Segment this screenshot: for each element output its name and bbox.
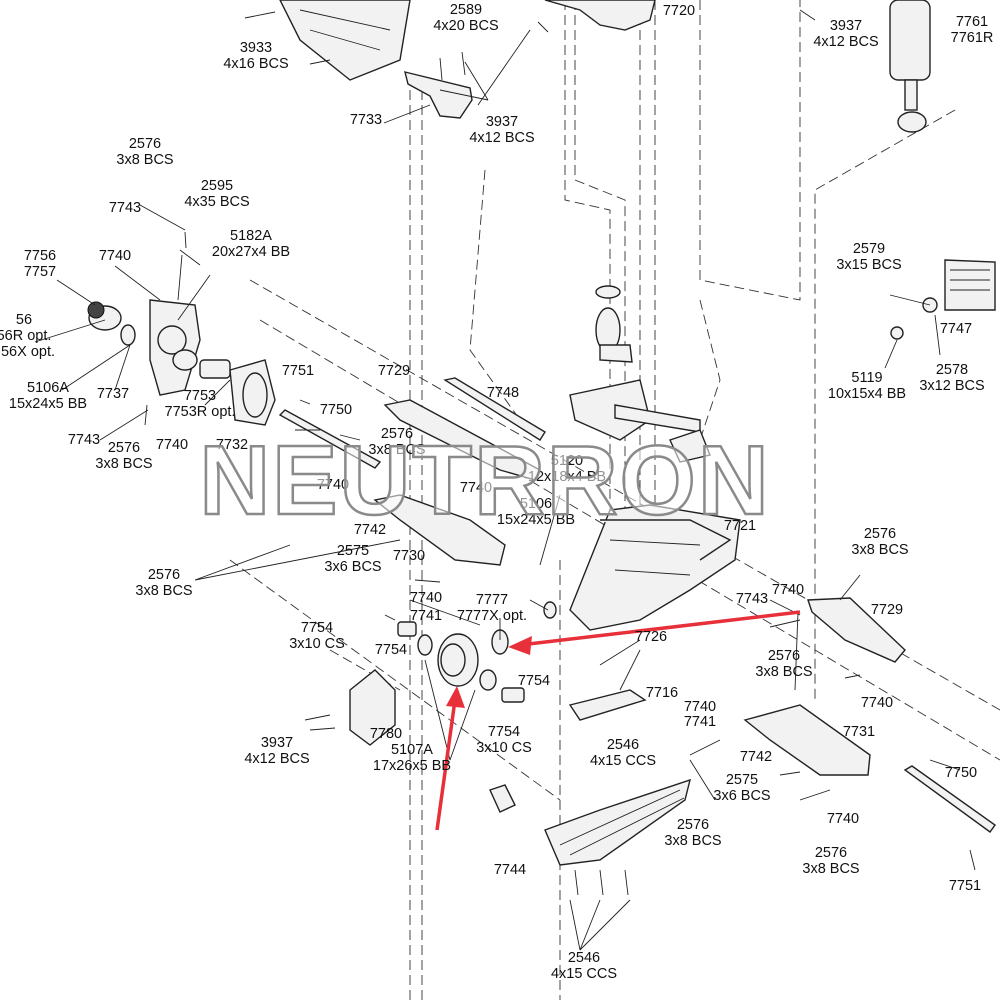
label-7740-skid: 7740 bbox=[683, 699, 717, 715]
differential-gear bbox=[397, 621, 525, 703]
label-7720: 7720 bbox=[662, 3, 696, 19]
upper-suspension-arm-right bbox=[807, 597, 906, 663]
label-7740-knuckle: 7740 bbox=[98, 248, 132, 264]
chassis bbox=[569, 504, 741, 631]
label-7743-top: 7743 bbox=[108, 200, 142, 216]
watermark-text: NEUTRRON bbox=[199, 432, 770, 527]
label-7716: 7716 bbox=[645, 685, 679, 701]
label-7751-rear: 7751 bbox=[948, 878, 982, 894]
label-7729-right: 7729 bbox=[870, 602, 904, 618]
lower-suspension-arm-left bbox=[373, 494, 506, 566]
label-7750-rear: 7750 bbox=[944, 765, 978, 781]
bumper-mount bbox=[404, 71, 473, 119]
label-7780: 7780 bbox=[369, 726, 403, 742]
label-7732: 7732 bbox=[215, 437, 249, 453]
label-7743-right: 7743 bbox=[735, 591, 769, 607]
label-7740-right-mid: 7740 bbox=[860, 695, 894, 711]
label-7747: 7747 bbox=[939, 321, 973, 337]
lower-suspension-arm-right bbox=[743, 704, 871, 776]
label-7729-left: 7729 bbox=[377, 363, 411, 379]
center-bulkhead-top bbox=[544, 0, 656, 31]
label-7733: 7733 bbox=[349, 112, 383, 128]
label-7740-arm-mid: 7740 bbox=[459, 480, 493, 496]
label-hex-option-x: 56X opt. bbox=[0, 344, 56, 360]
skid-plate bbox=[544, 778, 691, 866]
label-7741-diff: 7741 bbox=[409, 608, 443, 624]
drive-shaft-rear bbox=[903, 765, 996, 833]
upper-suspension-arm-left bbox=[383, 399, 541, 481]
label-7730: 7730 bbox=[392, 548, 426, 564]
label-7748: 7748 bbox=[486, 385, 520, 401]
label-7740-knuckle-bottom: 7740 bbox=[155, 437, 189, 453]
label-7742-right: 7742 bbox=[739, 749, 773, 765]
label-7754-diff-right: 7754 bbox=[517, 673, 551, 689]
highlight-arrows bbox=[435, 610, 801, 831]
label-7737: 7737 bbox=[96, 386, 130, 402]
label-7721: 7721 bbox=[723, 518, 757, 534]
diff-housing bbox=[349, 669, 396, 746]
label-7742-left: 7742 bbox=[353, 522, 387, 538]
skid-plate-mount bbox=[489, 689, 647, 813]
label-7740-rear: 7740 bbox=[826, 811, 860, 827]
label-7754-diff-left: 7754 bbox=[374, 642, 408, 658]
center-bearing bbox=[543, 601, 557, 619]
steering-knuckle bbox=[87, 299, 231, 396]
hardware-screws bbox=[144, 9, 976, 896]
steering-link bbox=[443, 377, 546, 441]
center-bulkhead bbox=[569, 285, 711, 463]
label-7743-bottom: 7743 bbox=[67, 432, 101, 448]
label-7741-skid: 7741 bbox=[683, 714, 717, 730]
label-7751-front: 7751 bbox=[281, 363, 315, 379]
label-7750-front: 7750 bbox=[319, 402, 353, 418]
label-7731: 7731 bbox=[842, 724, 876, 740]
label-7740-right-top: 7740 bbox=[771, 582, 805, 598]
watermark: NEUTRRON bbox=[198, 432, 770, 527]
leader-lines bbox=[34, 29, 961, 951]
label-7726: 7726 bbox=[634, 629, 668, 645]
drive-shaft-front bbox=[278, 409, 382, 469]
shock-absorber bbox=[889, 0, 931, 133]
label-7744: 7744 bbox=[493, 862, 527, 878]
label-7740-diff: 7740 bbox=[409, 590, 443, 606]
hub-carrier bbox=[229, 359, 276, 426]
label-7740-arm-left: 7740 bbox=[316, 477, 350, 493]
front-bumper bbox=[279, 0, 411, 81]
